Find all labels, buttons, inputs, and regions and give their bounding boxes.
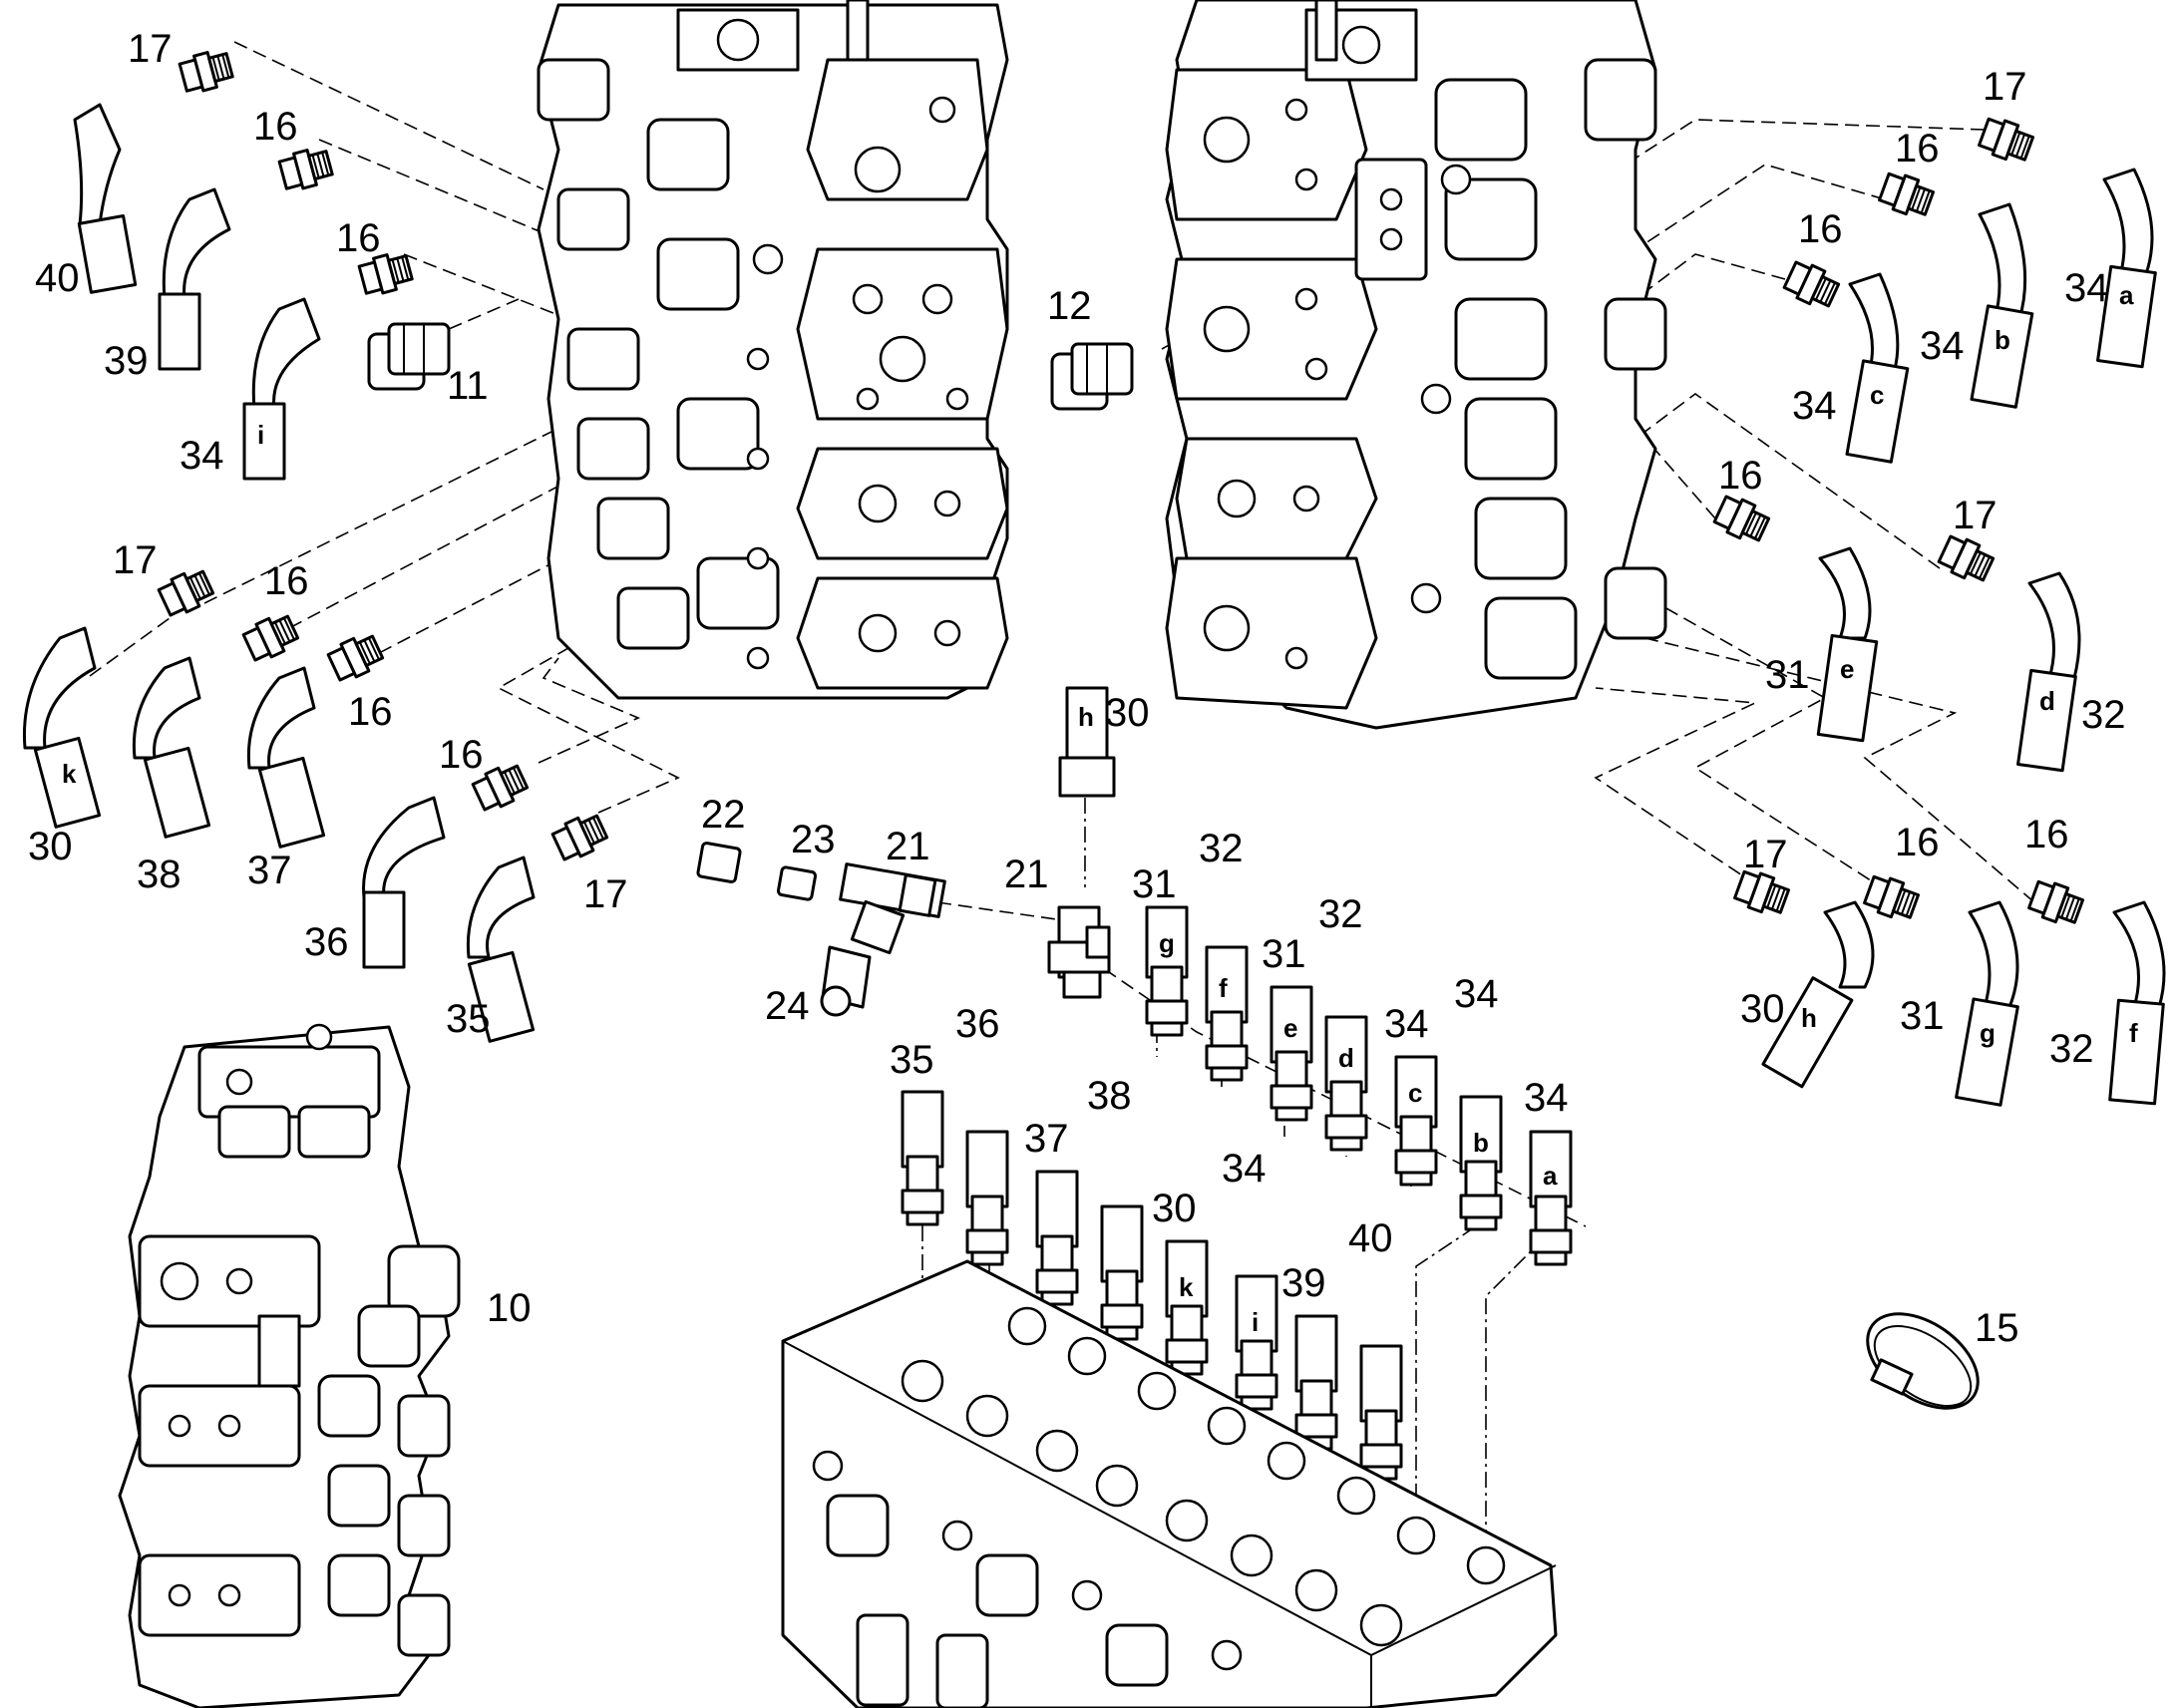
valve-assembly-10: [118, 1023, 461, 1708]
callout-34: 34: [1920, 324, 1965, 368]
callout-34: 34: [180, 434, 224, 478]
callout-39: 39: [104, 339, 149, 383]
callout-11: 11: [447, 364, 489, 408]
hose-letter-f: f: [2129, 1018, 2138, 1048]
hose-letter-h-vertical: h: [1078, 702, 1094, 732]
callout-30: 30: [1740, 987, 1785, 1031]
hoses-upper-left: i k: [22, 103, 536, 1043]
callout-17: 17: [113, 538, 158, 582]
callout-32: 32: [2081, 693, 2126, 737]
callout-37: 37: [1024, 1117, 1069, 1161]
callout-39: 39: [1281, 1261, 1326, 1305]
callout-16: 16: [1798, 207, 1843, 251]
callout-12: 12: [1047, 284, 1092, 328]
callout-16: 16: [336, 216, 381, 260]
hoses-upper-right: a b c e d h g f: [1761, 168, 2166, 1107]
callout-40: 40: [1348, 1216, 1393, 1260]
callout-34: 34: [1454, 972, 1499, 1016]
hose-letter-h: h: [1801, 1003, 1817, 1033]
callout-17: 17: [128, 27, 173, 71]
callout-22: 22: [701, 793, 746, 837]
callout-16: 16: [1718, 454, 1763, 498]
hose-letter-a-vertical: a: [1543, 1161, 1558, 1191]
callout-31: 31: [1132, 862, 1177, 906]
callout-38: 38: [137, 853, 182, 896]
hose-letter-g: g: [1980, 1018, 1996, 1048]
callout-24: 24: [765, 984, 810, 1028]
callout-35: 35: [890, 1038, 934, 1082]
tee-assembly: h: [696, 686, 1116, 1017]
adapter-12: [1050, 342, 1134, 411]
callout-36: 36: [304, 920, 349, 964]
hose-letter-k: k: [62, 759, 77, 789]
callout-21: 21: [1004, 853, 1049, 896]
callout-32: 32: [1318, 892, 1363, 936]
callout-16: 16: [264, 559, 309, 603]
hose-letter-d-vertical: d: [1338, 1043, 1354, 1073]
hose-letter-f-vertical: f: [1219, 973, 1228, 1003]
callout-36: 36: [955, 1002, 1000, 1046]
callout-34: 34: [2064, 266, 2109, 310]
callout-15: 15: [1975, 1306, 2019, 1350]
callout-34: 34: [1222, 1147, 1267, 1191]
callout-30: 30: [28, 825, 73, 868]
callout-38: 38: [1087, 1074, 1132, 1118]
callout-34: 34: [1792, 384, 1837, 428]
bottom-manifold: [781, 1259, 1558, 1708]
callout-16: 16: [1895, 127, 1940, 171]
callout-31: 31: [1900, 994, 1945, 1038]
hose-letter-a: a: [2119, 280, 2134, 310]
callout-10: 10: [487, 1286, 532, 1330]
callout-35: 35: [446, 997, 491, 1041]
hose-letter-e-vertical: e: [1283, 1013, 1297, 1043]
straight-fittings: [155, 46, 2087, 930]
callout-17: 17: [1743, 833, 1788, 876]
hose-letter-g-vertical: g: [1159, 928, 1175, 958]
callout-21: 21: [886, 825, 930, 868]
callout-16: 16: [253, 105, 298, 149]
callout-34: 34: [1384, 1002, 1429, 1046]
left-valve-block: [537, 0, 1009, 700]
callout-16: 16: [439, 733, 484, 777]
right-valve-block: [1165, 0, 1667, 730]
band-clamp-15: [1866, 1312, 1980, 1410]
callout-30: 30: [1105, 691, 1150, 735]
hose-letter-b: b: [1995, 325, 2010, 355]
callout-17: 17: [1983, 65, 2027, 109]
vertical-hose-ends: g f e d c b a k i: [901, 905, 1573, 1481]
hose-letter-d: d: [2039, 686, 2055, 716]
callout-16: 16: [2024, 813, 2069, 856]
hose-letter-b-vertical: b: [1473, 1128, 1489, 1158]
callout-31: 31: [1765, 653, 1810, 697]
callout-37: 37: [247, 849, 292, 892]
callout-40: 40: [35, 256, 80, 300]
callout-23: 23: [791, 818, 836, 861]
callout-30: 30: [1152, 1187, 1197, 1230]
callout-16: 16: [348, 690, 393, 734]
hose-letter-c-vertical: c: [1408, 1078, 1422, 1108]
callouts: 17 16 16 11 40 39 34 17 16 16 30 38 37 1…: [28, 27, 2126, 1350]
callout-17: 17: [1953, 494, 1998, 537]
callout-32: 32: [1199, 827, 1244, 870]
callout-34: 34: [1524, 1076, 1569, 1120]
hose-letter-e: e: [1840, 654, 1854, 684]
callout-31: 31: [1262, 932, 1306, 976]
hose-letter-k-vertical: k: [1179, 1272, 1194, 1302]
hose-letter-i: i: [257, 420, 264, 450]
hose-letter-i-vertical: i: [1252, 1307, 1259, 1337]
callout-32: 32: [2049, 1027, 2094, 1071]
hose-letter-c: c: [1870, 380, 1884, 410]
adapter-11: [367, 322, 451, 391]
callout-17: 17: [583, 872, 628, 916]
callout-16: 16: [1895, 821, 1940, 864]
